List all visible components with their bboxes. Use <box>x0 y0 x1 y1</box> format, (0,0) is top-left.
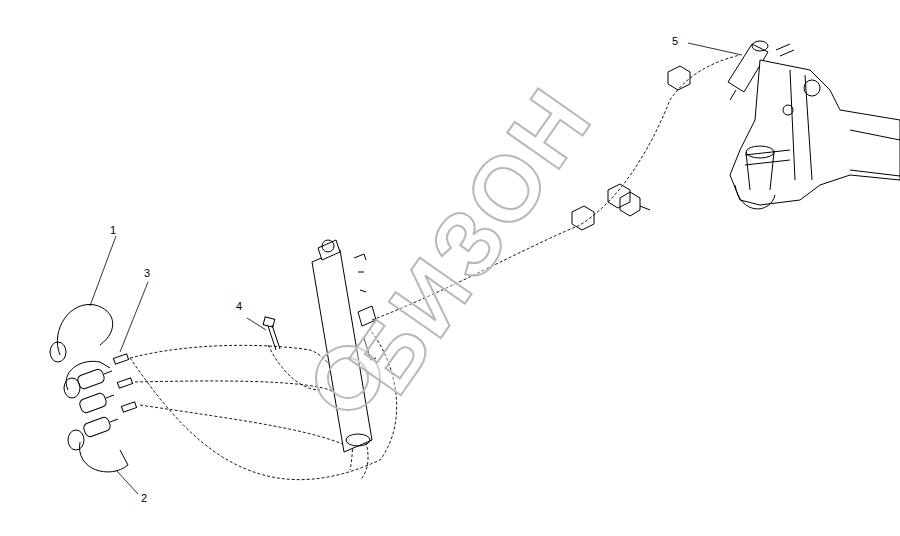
callout-number: 5 <box>672 36 678 47</box>
watermark: БИЗОН <box>333 72 607 409</box>
leader-lines <box>90 43 742 494</box>
coupler-group <box>50 304 137 472</box>
hydraulic-hoses <box>130 55 740 480</box>
frame-hitch <box>730 60 900 209</box>
callout-number: 3 <box>144 268 150 279</box>
callout-number: 1 <box>110 225 116 236</box>
callout-number: 4 <box>236 301 242 312</box>
bolt <box>263 317 280 350</box>
callout-number: 2 <box>141 493 147 504</box>
